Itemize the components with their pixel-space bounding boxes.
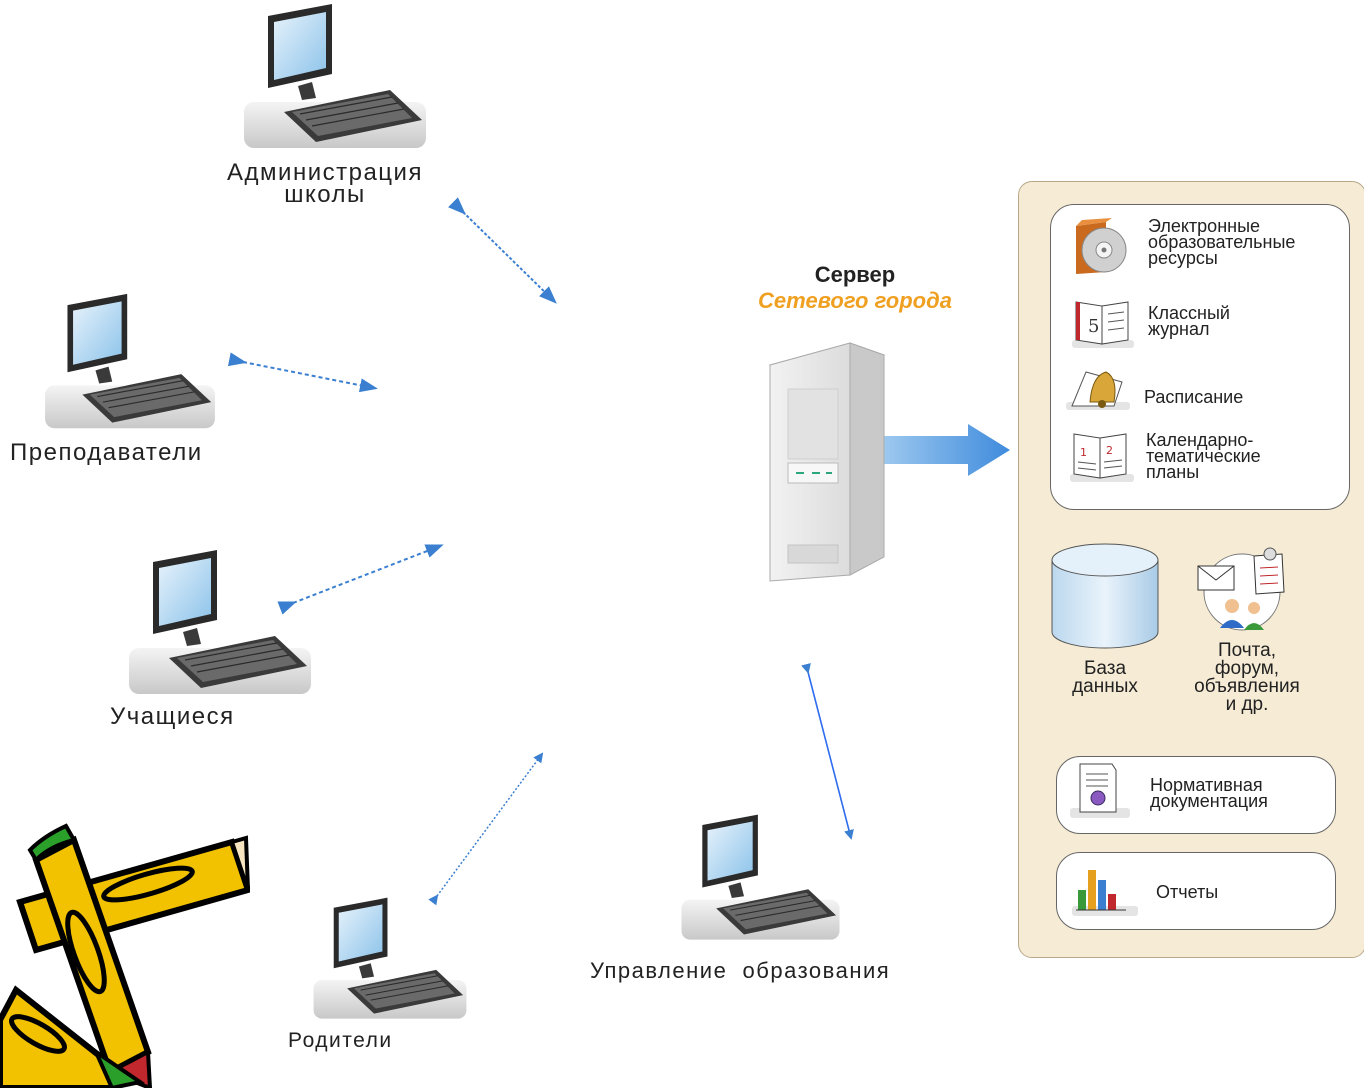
- computer-icon: [310, 896, 470, 1022]
- database-icon: [1051, 543, 1159, 649]
- reports-label: Отчеты: [1156, 882, 1219, 902]
- edu-resources-label: Электронные образовательные ресурсы: [1148, 216, 1296, 268]
- server-caption: Сервер Сетевого города: [720, 262, 990, 314]
- calendar-plans-label: Календарно- тематические планы: [1146, 430, 1261, 482]
- bell-icon: [1066, 371, 1130, 410]
- svg-text:1: 1: [1080, 446, 1087, 459]
- journal-icon: 5: [1072, 301, 1134, 348]
- normative-docs-label: Нормативная документация: [1150, 775, 1268, 811]
- database-label: База данных: [1072, 658, 1138, 697]
- server-output-arrow: [884, 424, 1010, 476]
- arrow-teachers: [227, 352, 378, 393]
- class-journal-label: Классный журнал: [1148, 303, 1230, 339]
- education-dept-label: Управление образования: [590, 958, 891, 983]
- calendar-icon: 1 2: [1070, 433, 1134, 482]
- pencils-clipart-icon: [0, 823, 250, 1088]
- mail-forum-icon: [1197, 547, 1285, 631]
- parents-label: Родители: [288, 1029, 393, 1052]
- computer-icon: [678, 812, 843, 944]
- book-disc-icon: [1076, 218, 1127, 274]
- arrow-parents: [428, 752, 544, 906]
- server-icon: [768, 342, 886, 582]
- document-icon: [1070, 763, 1130, 818]
- teachers-label: Преподаватели: [10, 439, 203, 466]
- schedule-label: Расписание: [1144, 387, 1244, 407]
- computer-icon: [240, 2, 430, 152]
- bar-chart-icon: [1072, 870, 1138, 916]
- svg-text:5: 5: [1088, 316, 1099, 337]
- computer-icon: [125, 548, 315, 698]
- server-subtitle: Сетевого города: [758, 288, 952, 313]
- computer-icon: [35, 292, 225, 432]
- arrow-admin: [448, 197, 557, 304]
- students-label: Учащиеся: [110, 703, 235, 730]
- server-title: Сервер: [814, 262, 896, 287]
- svg-text:2: 2: [1106, 444, 1113, 457]
- arrow-students: [277, 544, 444, 615]
- admin-label: Администрация школы: [227, 159, 423, 208]
- mail-label: Почта, форум, объявления и др.: [1194, 640, 1300, 715]
- arrow-education-dept: [801, 663, 854, 840]
